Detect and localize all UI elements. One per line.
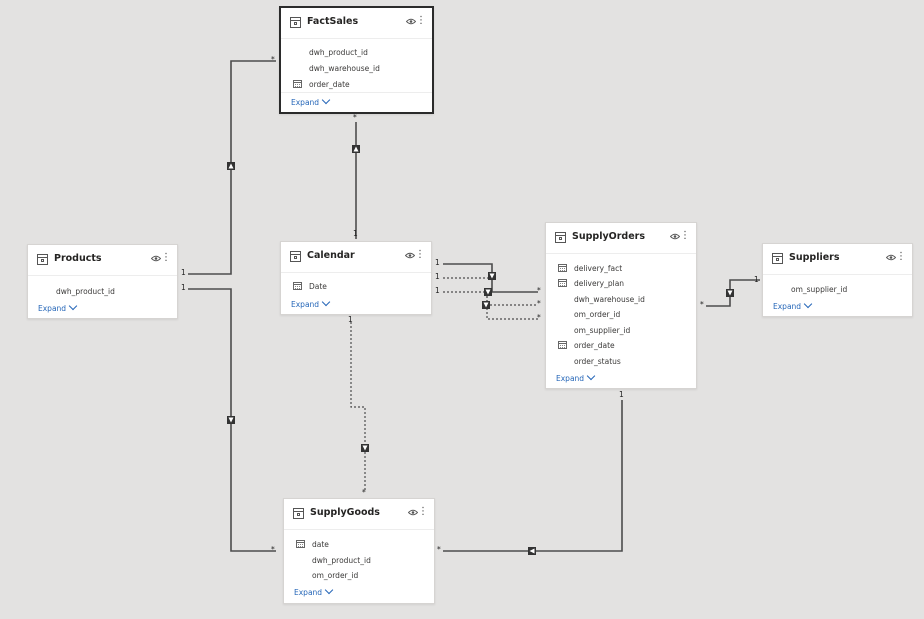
cardinality-one: 1 [181,268,186,277]
cardinality-many: * [271,55,275,64]
field-item[interactable]: Date [293,282,327,291]
rel-supplyorders-supplygoods [443,400,623,552]
table-icon [37,254,48,265]
calendar-icon [296,540,305,548]
field-item[interactable]: dwh_product_id [56,287,115,296]
table-card-supplyorders[interactable]: SupplyOrders ⋮ delivery_fact delivery_pl… [545,222,697,389]
chevron-down-icon [68,301,78,311]
calendar-icon [293,80,302,88]
cardinality-many: * [362,488,366,497]
field-item[interactable]: order_date [293,80,350,89]
cardinality-one: 1 [435,286,440,295]
table-icon [290,251,301,262]
calendar-icon [558,264,567,272]
field-item[interactable]: date [296,540,329,549]
table-card-calendar[interactable]: Calendar ⋮ Date Expand [280,241,432,315]
chevron-down-icon [321,297,331,307]
table-title: Suppliers [789,252,840,263]
table-icon [772,253,783,264]
cardinality-many: * [537,286,541,295]
chevron-down-icon [324,585,334,595]
calendar-icon [558,341,567,349]
cardinality-many: * [353,113,357,122]
chevron-down-icon [321,95,331,105]
eye-icon[interactable] [406,18,416,25]
rel-calendar-supplygoods-inactive [350,322,366,492]
calendar-icon [558,279,567,287]
table-title: SupplyOrders [572,231,645,242]
table-title: Calendar [307,250,355,261]
eye-icon[interactable] [670,233,680,240]
field-item[interactable]: order_status [574,357,621,366]
cardinality-one: 1 [619,390,624,399]
rel-calendar-supplyorders-inactive-2 [443,291,538,306]
field-item[interactable]: om_order_id [574,310,621,319]
more-options-icon[interactable]: ⋮ [415,249,425,260]
field-item[interactable]: order_date [558,341,615,350]
more-options-icon[interactable]: ⋮ [418,506,428,517]
expand-link[interactable]: Expand [38,301,78,313]
cardinality-many: * [437,545,441,554]
table-card-products[interactable]: Products ⋮ dwh_product_id Expand [27,244,178,319]
table-title: Products [54,253,102,264]
table-card-supplygoods[interactable]: SupplyGoods ⋮ date dwh_product_id om_ord… [283,498,435,604]
table-header[interactable]: Products ⋮ [28,245,177,276]
table-icon [293,508,304,519]
table-header[interactable]: SupplyOrders ⋮ [546,223,696,254]
expand-link[interactable]: Expand [291,297,331,309]
table-title: SupplyGoods [310,507,380,518]
table-card-factsales[interactable]: FactSales ⋮ dwh_product_id dwh_warehouse… [279,6,434,114]
field-item[interactable]: dwh_warehouse_id [574,295,645,304]
cardinality-one: 1 [754,275,759,284]
more-options-icon[interactable]: ⋮ [896,251,906,262]
chevron-down-icon [803,299,813,309]
table-card-suppliers[interactable]: Suppliers ⋮ om_supplier_id Expand [762,243,913,317]
calendar-icon [293,282,302,290]
eye-icon[interactable] [151,255,161,262]
field-item[interactable]: dwh_product_id [312,556,371,565]
field-item[interactable]: delivery_plan [558,279,624,288]
table-header[interactable]: FactSales ⋮ [281,8,432,39]
table-title: FactSales [307,16,359,27]
cardinality-many: * [537,299,541,308]
chevron-down-icon [586,371,596,381]
field-item[interactable]: om_supplier_id [574,326,631,335]
table-icon [555,232,566,243]
cardinality-many: * [271,545,275,554]
cardinality-many: * [537,313,541,322]
table-header[interactable]: Suppliers ⋮ [763,244,912,275]
cardinality-one: 1 [435,258,440,267]
cardinality-one: 1 [353,229,358,238]
table-header[interactable]: Calendar ⋮ [281,242,431,273]
field-item[interactable]: dwh_product_id [309,48,368,57]
cardinality-many: * [700,300,704,309]
expand-link[interactable]: Expand [294,585,334,597]
eye-icon[interactable] [408,509,418,516]
field-item[interactable]: delivery_fact [558,264,622,273]
field-item[interactable]: om_supplier_id [791,285,848,294]
eye-icon[interactable] [886,254,896,261]
more-options-icon[interactable]: ⋮ [416,15,426,26]
cardinality-one: 1 [348,315,353,324]
field-item[interactable]: om_order_id [312,571,359,580]
expand-link[interactable]: Expand [773,299,813,311]
cardinality-one: 1 [435,272,440,281]
table-icon [290,17,301,28]
field-item[interactable]: dwh_warehouse_id [309,64,380,73]
expand-link[interactable]: Expand [291,95,331,107]
more-options-icon[interactable]: ⋮ [680,230,690,241]
eye-icon[interactable] [405,252,415,259]
table-header[interactable]: SupplyGoods ⋮ [284,499,434,530]
expand-link[interactable]: Expand [556,371,596,383]
cardinality-one: 1 [181,283,186,292]
more-options-icon[interactable]: ⋮ [161,252,171,263]
